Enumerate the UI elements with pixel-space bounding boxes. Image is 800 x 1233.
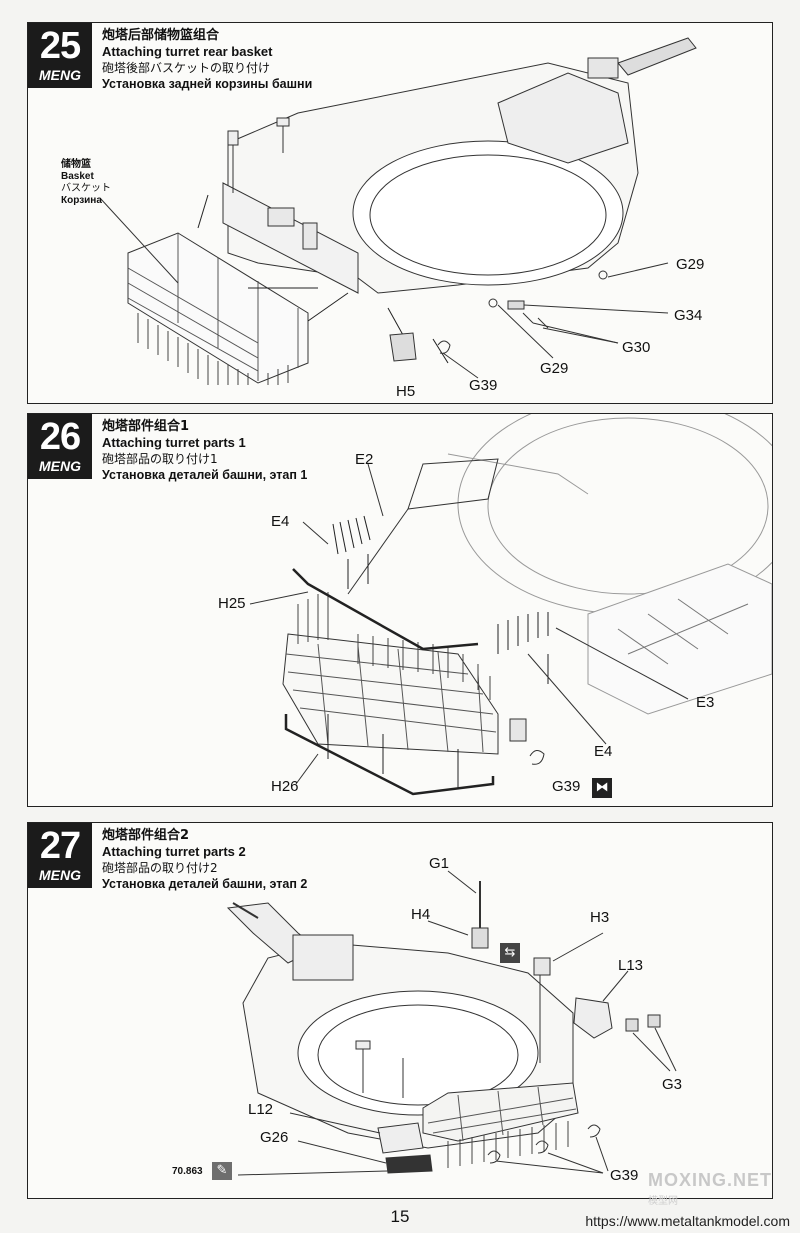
step-number: 25 bbox=[39, 25, 81, 67]
part-label-h5: H5 bbox=[396, 383, 416, 400]
turret-rear-basket-illustration bbox=[99, 37, 697, 385]
turret-parts-1-illustration bbox=[249, 414, 772, 796]
part-label-e2: E2 bbox=[355, 451, 374, 468]
step-27-panel: 27 MENG 炮塔部件组合2 Attaching turret parts 2… bbox=[27, 822, 773, 1199]
brand-logo: MENG bbox=[39, 67, 81, 83]
title-zh: 炮塔部件组合1 bbox=[102, 419, 190, 434]
step-number: 27 bbox=[39, 825, 81, 867]
step-number: 26 bbox=[39, 416, 81, 458]
step-number-badge: 25 MENG bbox=[28, 23, 92, 88]
part-label-g39: G39 bbox=[552, 778, 581, 795]
swap-direction-icon: ⇆ bbox=[500, 943, 520, 963]
brand-logo: MENG bbox=[39, 458, 81, 474]
title-ru: Установка деталей башни, этап 2 bbox=[102, 877, 308, 891]
part-label-l13: L13 bbox=[618, 957, 644, 974]
step-number-badge: 27 MENG bbox=[28, 823, 92, 888]
page-number: 15 bbox=[390, 1207, 410, 1226]
title-en: Attaching turret parts 2 bbox=[102, 844, 246, 859]
part-label-h25: H25 bbox=[218, 595, 246, 612]
part-label-g30: G30 bbox=[622, 339, 651, 356]
paint-code: 70.863 bbox=[172, 1166, 203, 1177]
watermark-sub: 模型网 bbox=[648, 1196, 678, 1207]
part-label-g29: G29 bbox=[676, 256, 705, 273]
step-25-panel: 25 MENG 炮塔后部储物篮组合 Attaching turret rear … bbox=[27, 22, 773, 404]
title-ja: 砲塔部品の取り付け2 bbox=[102, 861, 218, 875]
title-ja: 砲塔部品の取り付け1 bbox=[102, 452, 218, 466]
step-titles: 炮塔后部储物篮组合 Attaching turret rear basket 砲… bbox=[102, 28, 312, 92]
part-label-g34: G34 bbox=[674, 307, 703, 324]
part-label-h4: H4 bbox=[411, 906, 431, 923]
part-label-g39: G39 bbox=[610, 1167, 639, 1184]
part-label-e4-right: E4 bbox=[594, 743, 613, 760]
part-label-h26: H26 bbox=[271, 778, 299, 795]
watermark: MOXING.NET bbox=[648, 1170, 773, 1190]
part-label-e3: E3 bbox=[696, 694, 715, 711]
title-ru: Установка задней корзины башни bbox=[102, 77, 313, 91]
part-label-g39: G39 bbox=[469, 377, 498, 394]
title-en: Attaching turret rear basket bbox=[102, 44, 273, 59]
part-label-g29-lower: G29 bbox=[540, 360, 569, 377]
part-label-g3: G3 bbox=[662, 1076, 683, 1093]
part-label-g1: G1 bbox=[429, 855, 450, 872]
title-ja: 砲塔後部バスケットの取り付け bbox=[102, 61, 271, 75]
part-label-h3: H3 bbox=[590, 909, 610, 926]
step-titles: 炮塔部件组合1 Attaching turret parts 1 砲塔部品の取り… bbox=[102, 419, 307, 483]
part-label-e4: E4 bbox=[271, 513, 290, 530]
title-ru: Установка деталей башни, этап 1 bbox=[102, 468, 308, 482]
step-titles: 炮塔部件组合2 Attaching turret parts 2 砲塔部品の取り… bbox=[102, 828, 307, 892]
part-label-g26: G26 bbox=[260, 1129, 289, 1146]
title-zh: 炮塔部件组合2 bbox=[102, 828, 190, 843]
callout-basket: 储物篮 Basket バスケット Корзина bbox=[61, 159, 111, 206]
brand-logo: MENG bbox=[39, 867, 81, 883]
step-number-badge: 26 MENG bbox=[28, 414, 92, 479]
title-zh: 炮塔后部储物篮组合 bbox=[102, 28, 220, 43]
turret-parts-2-illustration bbox=[226, 870, 677, 1176]
part-label-l12: L12 bbox=[248, 1101, 274, 1118]
step-26-panel: 26 MENG 炮塔部件组合1 Attaching turret parts 1… bbox=[27, 413, 773, 807]
glue-icon: ⧓ bbox=[592, 778, 612, 798]
source-url[interactable]: https://www.metaltankmodel.com bbox=[585, 1213, 790, 1229]
title-en: Attaching turret parts 1 bbox=[102, 435, 246, 450]
paint-brush-icon: ✎ bbox=[212, 1162, 232, 1180]
